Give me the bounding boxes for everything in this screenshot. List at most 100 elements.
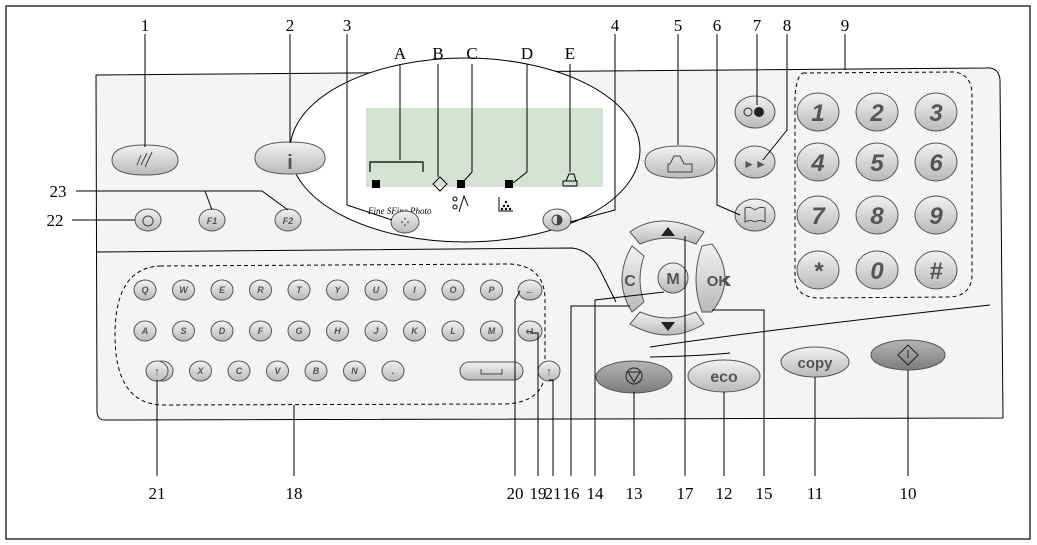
- start-icon: [897, 344, 919, 366]
- callout-bottom: 12: [716, 484, 733, 503]
- keyboard-key-p[interactable]: [480, 279, 503, 301]
- ok-label-face: OK: [707, 273, 730, 290]
- keyboard-key-j[interactable]: [364, 320, 388, 342]
- toner-icon: [498, 197, 513, 212]
- callout-bottom: 21: [545, 484, 562, 503]
- keypad-label: 5: [870, 150, 884, 177]
- callout-top: 6: [713, 16, 722, 35]
- keypad-label: 4: [810, 150, 824, 177]
- callout-bottom: 20: [507, 484, 524, 503]
- keyboard-key-label: S: [180, 326, 186, 336]
- keypad-key-1[interactable]: [796, 92, 840, 132]
- menu-button[interactable]: [657, 262, 689, 294]
- keyboard-key-label: A: [141, 326, 149, 336]
- info-icon: i: [287, 152, 293, 174]
- keyboard-key-u[interactable]: [364, 279, 388, 301]
- leader-d: [512, 64, 528, 184]
- ok-button-face[interactable]: [701, 243, 726, 313]
- keyboard-key-y[interactable]: [326, 279, 349, 301]
- keyboard-key-q[interactable]: [133, 279, 157, 301]
- keyboard-key-x[interactable]: [189, 360, 212, 382]
- backspace-key[interactable]: [517, 279, 543, 301]
- indicator-square-a: [372, 180, 380, 188]
- indicator-square-c: [457, 180, 465, 188]
- contrast-icon-half: [557, 215, 562, 225]
- keyboard-key-dot[interactable]: [381, 360, 405, 382]
- leader-23b: [204, 190, 213, 211]
- callout-top: 9: [841, 16, 850, 35]
- keyboard-divider: [95, 247, 617, 303]
- keypad-key-hash[interactable]: [914, 250, 958, 290]
- keyboard-key-k[interactable]: [403, 320, 426, 342]
- keypad-label: 9: [929, 203, 943, 230]
- fast-forward-button[interactable]: [734, 145, 776, 179]
- keypad-label: 6: [929, 150, 943, 177]
- callout-bottom: 16: [563, 484, 580, 503]
- printer-icon: [562, 173, 578, 187]
- keyboard-key-d[interactable]: [210, 320, 234, 342]
- callout-left: 23: [50, 182, 67, 201]
- callout-bottom: 21: [149, 484, 166, 503]
- info-button[interactable]: [254, 141, 326, 175]
- callout-bottom: 17: [677, 484, 695, 503]
- keyboard-key-b[interactable]: [304, 360, 328, 382]
- stop-button[interactable]: [595, 360, 673, 394]
- lock-button[interactable]: [134, 208, 162, 232]
- keyboard-key-f[interactable]: [249, 320, 272, 342]
- keyboard-key-l[interactable]: [441, 320, 465, 342]
- keyboard-key-w[interactable]: [172, 279, 195, 301]
- keypad-label: *: [813, 258, 824, 285]
- callout-bottom: 15: [756, 484, 773, 503]
- shift-icon: ↑: [546, 366, 552, 378]
- resolution-button[interactable]: [390, 210, 420, 234]
- keypad-key-4[interactable]: [796, 142, 840, 182]
- callout-bottom: 10: [900, 484, 917, 503]
- leader-23: [76, 190, 289, 211]
- keyboard-key-m[interactable]: [480, 320, 503, 342]
- leader-bottom-3: [530, 332, 539, 476]
- keypad-key-9[interactable]: [914, 195, 958, 235]
- keypad-key-2[interactable]: [855, 92, 899, 132]
- keypad-key-0[interactable]: [855, 250, 899, 290]
- keyboard-key-r[interactable]: [249, 279, 272, 301]
- c-button[interactable]: [621, 245, 645, 313]
- keyboard-key-g[interactable]: [287, 320, 311, 342]
- stop-icon: [625, 367, 643, 385]
- callout-top: 8: [783, 16, 792, 35]
- keyboard-key-s[interactable]: [172, 320, 195, 342]
- keypad-key-3[interactable]: [914, 92, 958, 132]
- keyboard-key-label: L: [450, 326, 456, 336]
- shift-icon: ↑: [154, 366, 160, 378]
- keyboard-key-v[interactable]: [266, 360, 289, 382]
- keyboard-key-c[interactable]: [227, 360, 251, 382]
- keyboard-key-label: U: [373, 285, 380, 295]
- leader-8: [762, 34, 788, 161]
- keyboard-key-o[interactable]: [441, 279, 465, 301]
- keypad-key-5[interactable]: [855, 142, 899, 182]
- enter-icon: ↵: [525, 326, 534, 338]
- keyboard-key-label: I: [413, 285, 416, 295]
- diamond-icon: [432, 176, 448, 192]
- keyboard-key-e[interactable]: [210, 279, 234, 301]
- keyboard-key-h[interactable]: [326, 320, 349, 342]
- keypad-key-7[interactable]: [796, 195, 840, 235]
- keypad-key-6[interactable]: [914, 142, 958, 182]
- keyboard-key-i[interactable]: [403, 279, 426, 301]
- callout-top: D: [521, 44, 533, 63]
- keyboard-key-label: H: [334, 326, 341, 336]
- keyboard-key-a[interactable]: [133, 320, 157, 342]
- space-key[interactable]: [459, 361, 524, 381]
- keypad-key-8[interactable]: [855, 195, 899, 235]
- copy-mode-button[interactable]: [644, 145, 716, 179]
- keypad-key-star[interactable]: [796, 250, 840, 290]
- speaker-icon: [136, 151, 153, 168]
- keyboard-key-t[interactable]: [287, 279, 311, 301]
- volume-button[interactable]: [111, 144, 179, 176]
- keyboard-key-n[interactable]: [343, 360, 366, 382]
- phone-line-icon: [452, 194, 469, 213]
- callout-top: 3: [343, 16, 352, 35]
- f2-button[interactable]: [274, 208, 302, 232]
- phonebook-button[interactable]: [734, 198, 776, 232]
- enter-key[interactable]: [517, 320, 543, 342]
